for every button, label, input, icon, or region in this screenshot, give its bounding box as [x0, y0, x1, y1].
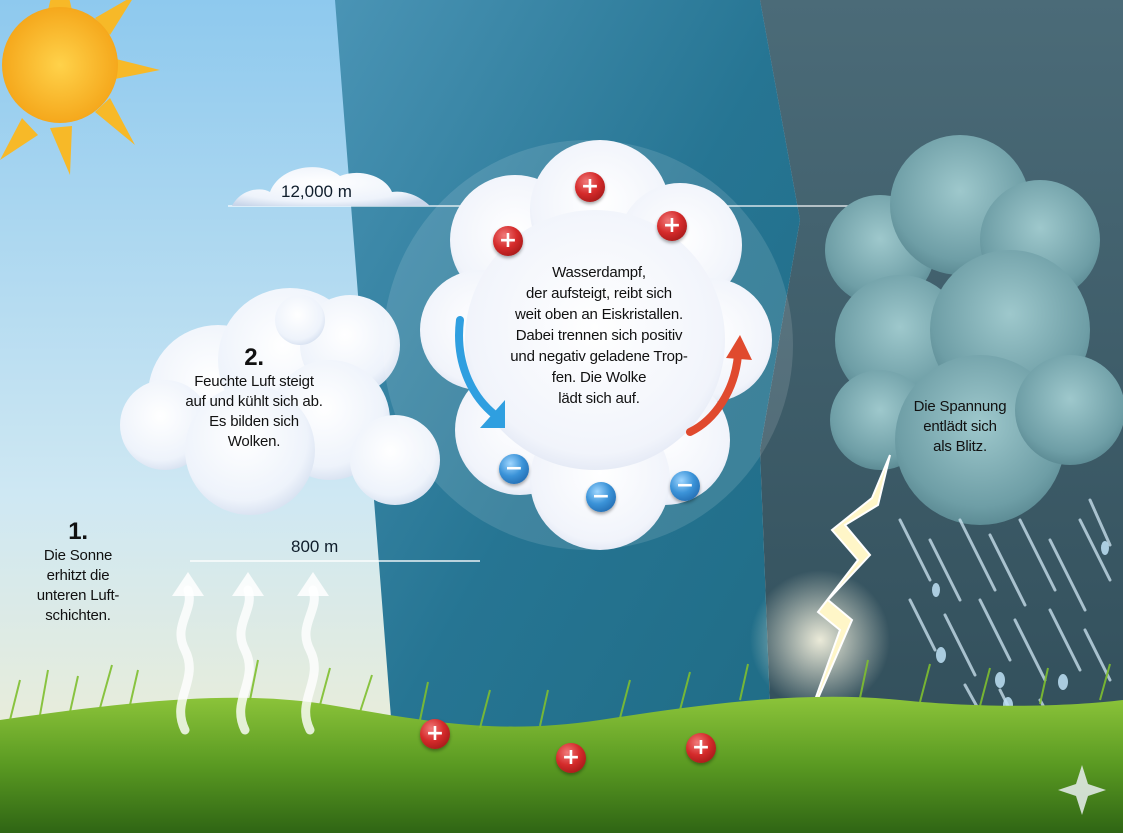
step-1-line: schichten.: [45, 607, 111, 624]
center-cloud-line: der aufsteigt, reibt sich: [526, 285, 672, 302]
step-1-number: 1.: [68, 518, 88, 545]
center-cloud-text: Wasserdampf, der aufsteigt, reibt sich w…: [468, 262, 730, 409]
positive-charge-icon: +: [493, 226, 523, 256]
step-1-line: unteren Luft-: [36, 587, 120, 604]
center-cloud-line: Wasserdampf,: [552, 264, 646, 281]
center-cloud-line: fen. Die Wolke: [551, 369, 647, 386]
sun-icon: [0, 0, 160, 175]
center-cloud-line: weit oben an Eiskristallen.: [514, 306, 684, 323]
storm-line: entlädt sich: [923, 418, 997, 435]
positive-charge-icon: +: [686, 733, 716, 763]
step-1-line: erhitzt die: [46, 567, 110, 584]
center-cloud-line: lädt sich auf.: [558, 390, 640, 407]
storm-line: Die Spannung: [913, 398, 1007, 415]
step-1-label: 1. Die Sonne erhitzt die unteren Luft- s…: [18, 518, 138, 626]
altitude-label-high: 12,000 m: [281, 182, 352, 201]
altitude-label-low: 800 m: [291, 537, 339, 556]
storm-line: als Blitz.: [933, 438, 987, 455]
positive-charge-icon: +: [575, 172, 605, 202]
step-2-number: 2.: [244, 344, 264, 371]
arrow-down-icon: [480, 400, 505, 428]
negative-charge-icon: −: [499, 454, 529, 484]
sparkle-icon: [1058, 765, 1106, 815]
storm-text: Die Spannung entlädt sich als Blitz.: [895, 397, 1025, 457]
center-cloud-line: Dabei trennen sich positiv: [515, 327, 683, 344]
heat-arrows: [176, 585, 319, 735]
step-2-line: Feuchte Luft steigt: [194, 373, 314, 390]
center-cloud-line: und negativ geladene Trop-: [510, 348, 688, 365]
step-2-line: Es bilden sich: [209, 413, 299, 430]
positive-charge-icon: +: [556, 743, 586, 773]
step-1-line: Die Sonne: [43, 547, 113, 564]
step-2-line: Wolken.: [227, 433, 281, 450]
step-2-label: 2. Feuchte Luft steigt auf und kühlt sic…: [150, 344, 358, 452]
positive-charge-icon: +: [420, 719, 450, 749]
negative-charge-icon: −: [586, 482, 616, 512]
step-2-line: auf und kühlt sich ab.: [185, 393, 323, 410]
rain: [898, 498, 1112, 747]
positive-charge-icon: +: [657, 211, 687, 241]
arrow-up-icon: [726, 335, 752, 360]
negative-charge-icon: −: [670, 471, 700, 501]
